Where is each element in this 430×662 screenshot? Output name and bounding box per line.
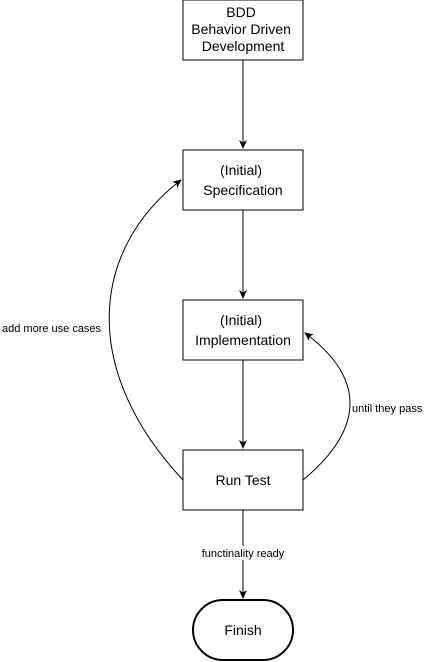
node-bdd-line-1: BDD xyxy=(226,4,256,20)
node-bdd-line-3: Development xyxy=(202,38,285,54)
node-bdd: BDD Behavior Driven Development xyxy=(182,0,304,61)
node-implementation-label: (Initial) Implementation xyxy=(195,312,291,348)
node-specification: (Initial) Specification xyxy=(182,149,304,211)
edge-label-add-more-use-cases: add more use cases xyxy=(2,323,102,335)
node-run-test: Run Test xyxy=(182,449,304,511)
node-finish-label: Finish xyxy=(224,622,261,638)
node-finish: Finish xyxy=(192,599,294,661)
node-run-test-line-1: Run Test xyxy=(216,472,271,488)
node-bdd-label: BDD Behavior Driven Development xyxy=(191,4,295,54)
functionality-ready-label-background xyxy=(196,546,292,560)
edge-label-until-they-pass: until they pass xyxy=(352,403,423,415)
node-implementation-line-1: (Initial) xyxy=(220,312,262,328)
node-specification-label: (Initial) Specification xyxy=(203,162,282,198)
node-specification-line-2: Specification xyxy=(203,182,282,198)
node-implementation-line-2: Implementation xyxy=(195,332,291,348)
edge-label-functionality-ready: functinality ready xyxy=(202,548,285,560)
node-specification-line-1: (Initial) xyxy=(220,162,262,178)
edge-run-test-to-implementation xyxy=(302,332,351,481)
node-bdd-line-2: Behavior Driven xyxy=(191,21,291,37)
node-run-test-label: Run Test xyxy=(216,472,271,488)
edge-run-test-to-specification xyxy=(108,179,184,481)
node-finish-line-1: Finish xyxy=(224,622,261,638)
node-implementation: (Initial) Implementation xyxy=(182,299,304,361)
